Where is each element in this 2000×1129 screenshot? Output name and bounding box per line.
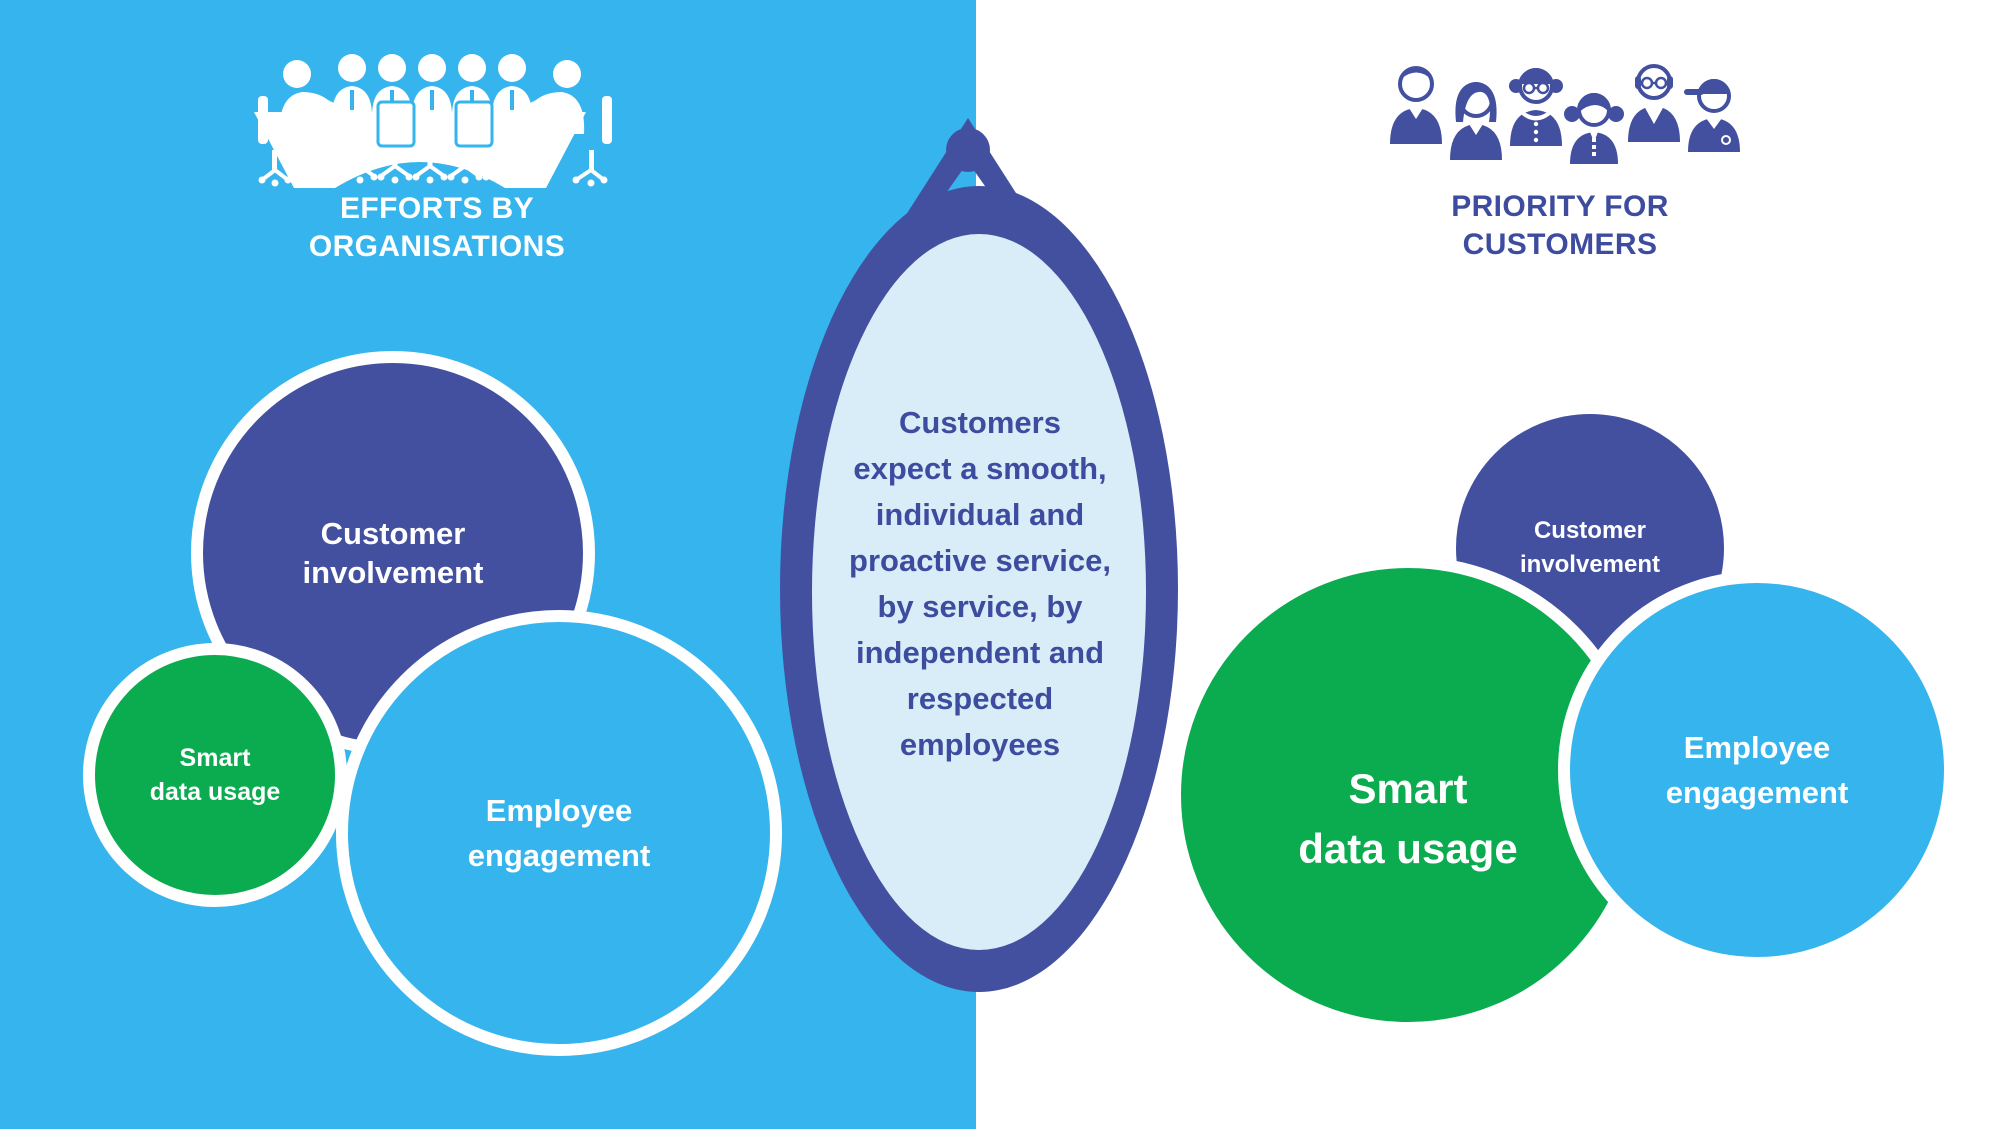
- message-line: Customers: [899, 405, 1061, 440]
- customer-icon-older-man: [1628, 64, 1680, 142]
- mirror-knob: [946, 128, 990, 172]
- customer-icon-older-woman: [1509, 68, 1563, 146]
- message-line: independent and: [856, 635, 1104, 670]
- message-line: proactive service,: [849, 543, 1111, 578]
- chair-backrest: [454, 100, 494, 148]
- message-line: employees: [899, 727, 1061, 762]
- meeting-chairs: [342, 148, 518, 184]
- meeting-table: [254, 112, 586, 188]
- message-line: individual and: [875, 497, 1085, 532]
- customers-group-icon: [1390, 64, 1740, 164]
- right-heading: PRIORITY FOR CUSTOMERS: [1360, 188, 1760, 264]
- bubble-right-employee-engagement: Employee engagement: [1558, 571, 1956, 969]
- right-heading-line2: CUSTOMERS: [1462, 228, 1658, 261]
- bubble-label-line1: Smart: [179, 744, 251, 772]
- bubble-left-smart-data-usage: Smart data usage: [83, 643, 347, 907]
- bubble-label-line1: Customer: [1533, 517, 1646, 544]
- bubble-label: Smart data usage: [150, 741, 281, 809]
- customer-icon-girl: [1564, 93, 1624, 164]
- meeting-table-group: [254, 54, 612, 188]
- bubble-label-line2: engagement: [467, 838, 651, 873]
- mirror-ornament: [780, 118, 1178, 992]
- meeting-table-icon: [254, 54, 612, 188]
- customer-icon-woman: [1450, 82, 1502, 160]
- message-line: respected: [906, 681, 1054, 716]
- bubble-label-line2: data usage: [1298, 825, 1518, 872]
- meeting-person-row: [332, 54, 532, 116]
- customer-icon-capped-man: [1684, 79, 1740, 152]
- bubble-label-line1: Smart: [1348, 765, 1468, 812]
- bubble-left-employee-engagement: Employee engagement: [336, 610, 782, 1056]
- bubble-label-line2: data usage: [149, 778, 281, 806]
- bubble-label-line2: involvement: [302, 555, 484, 590]
- bubble-label-line1: Employee: [485, 793, 633, 828]
- bubble-label-line1: Employee: [1683, 730, 1831, 765]
- bubble-label-line2: engagement: [1665, 775, 1849, 810]
- bubble-label-line2: involvement: [1519, 551, 1661, 578]
- left-heading: EFFORTS BY ORGANISATIONS: [237, 190, 637, 266]
- message-line: by service, by: [877, 589, 1083, 624]
- bubble-label: Employee engagement: [1666, 725, 1849, 815]
- bubble-label: Smart data usage: [1298, 759, 1517, 879]
- bubble-label: Customer involvement: [1520, 514, 1660, 582]
- bubble-label: Customer involvement: [303, 514, 484, 592]
- customer-icon-man: [1390, 66, 1442, 144]
- customer-expectation-message: Customers expect a smooth, individual an…: [800, 400, 1160, 780]
- message-line: expect a smooth,: [853, 451, 1107, 486]
- left-heading-line2: ORGANISATIONS: [308, 230, 566, 263]
- right-heading-line1: PRIORITY FOR: [1451, 190, 1669, 223]
- customer-icons: [1390, 64, 1740, 164]
- mirror-glass: [812, 234, 1146, 950]
- left-heading-line1: EFFORTS BY: [339, 192, 534, 225]
- chair-backrest: [376, 100, 416, 148]
- bubble-label-line1: Customer: [320, 516, 466, 551]
- bubble-label: Employee engagement: [468, 788, 651, 878]
